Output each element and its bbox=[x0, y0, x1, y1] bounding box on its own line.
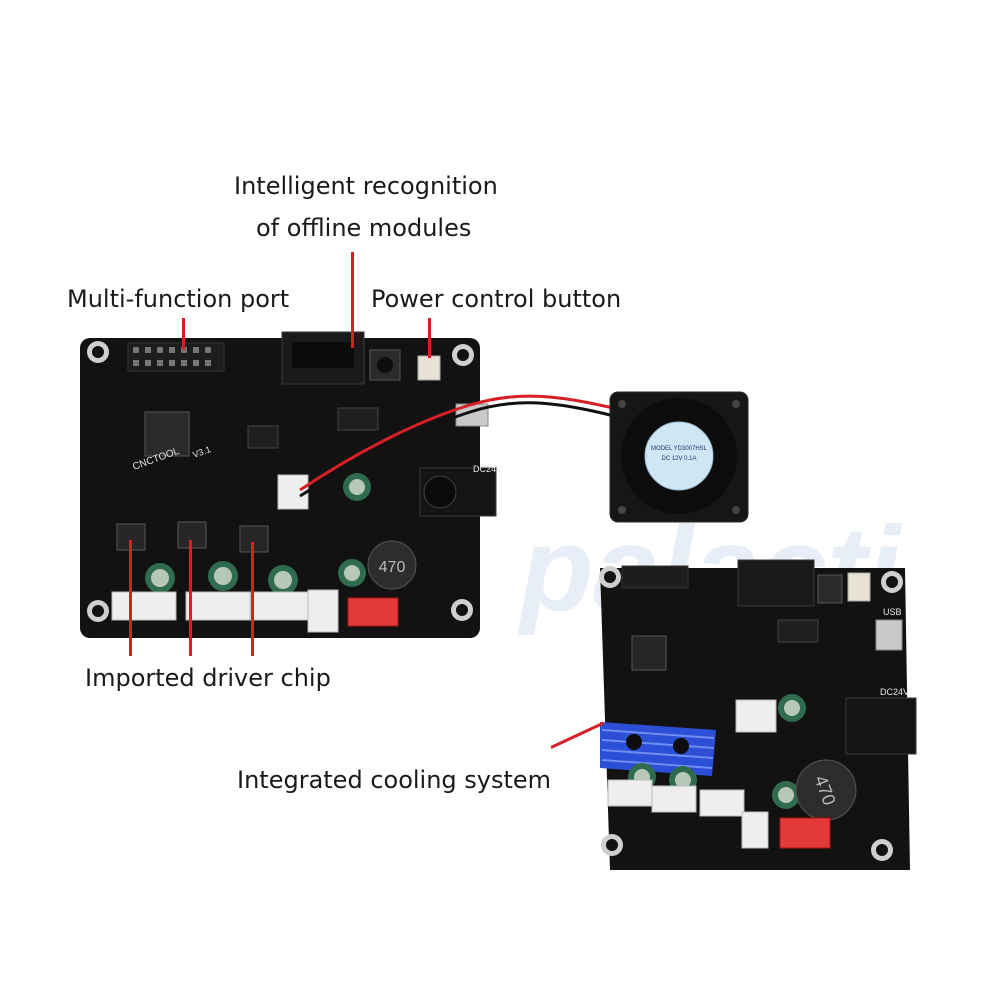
fan-model-label: MODEL YD3007HSL bbox=[651, 446, 708, 452]
label-imported-driver-chip: Imported driver chip bbox=[85, 664, 331, 692]
laser-terminal-red-right bbox=[779, 817, 831, 849]
callout-line-recognition bbox=[351, 252, 354, 348]
label-recognition-line2: of offline modules bbox=[256, 214, 472, 242]
multi-function-pin-header-right bbox=[621, 565, 689, 589]
callout-line-driver-1 bbox=[129, 540, 132, 656]
usb-silkscreen: USB bbox=[883, 607, 902, 617]
inductor-right: 470 bbox=[795, 759, 857, 821]
inductor-label: 470 bbox=[379, 559, 406, 576]
callout-line-multi-function bbox=[182, 318, 185, 350]
dc-power-jack bbox=[419, 467, 497, 517]
dc-power-jack-right bbox=[845, 697, 917, 755]
callout-line-driver-3 bbox=[251, 542, 254, 656]
controller-board-left: 470 CNCTOOL V3.1 DC24V bbox=[80, 331, 631, 638]
capacitors-left bbox=[145, 473, 371, 595]
motor-terminals-right bbox=[607, 779, 769, 849]
motor-terminals-left bbox=[111, 589, 339, 633]
callout-line-power-button bbox=[428, 318, 431, 358]
inductor-left: 470 bbox=[367, 540, 417, 590]
controller-board-right: USB 470 DC24V bbox=[599, 559, 917, 870]
driver-chips-left bbox=[116, 521, 269, 553]
cooling-fan: MODEL YD3007HSL DC 12V 0.1A bbox=[609, 391, 749, 523]
fan-rating-label: DC 12V 0.1A bbox=[661, 456, 696, 462]
multi-function-pin-header bbox=[127, 342, 225, 372]
offline-module-connector-right bbox=[737, 559, 815, 607]
power-jack-silkscreen: DC24V bbox=[473, 464, 502, 474]
laser-terminal-red bbox=[347, 597, 399, 627]
label-power-control-button: Power control button bbox=[371, 285, 622, 313]
label-integrated-cooling-system: Integrated cooling system bbox=[237, 766, 552, 794]
label-multi-function-port: Multi-function port bbox=[67, 285, 290, 313]
usb-port-right bbox=[875, 619, 903, 651]
callout-line-driver-2 bbox=[189, 540, 192, 656]
heatsink bbox=[600, 722, 716, 776]
label-recognition-line1: Intelligent recognition bbox=[234, 172, 498, 200]
mcu-chip bbox=[144, 411, 190, 457]
power-jack-silkscreen-right: DC24V bbox=[880, 687, 909, 697]
